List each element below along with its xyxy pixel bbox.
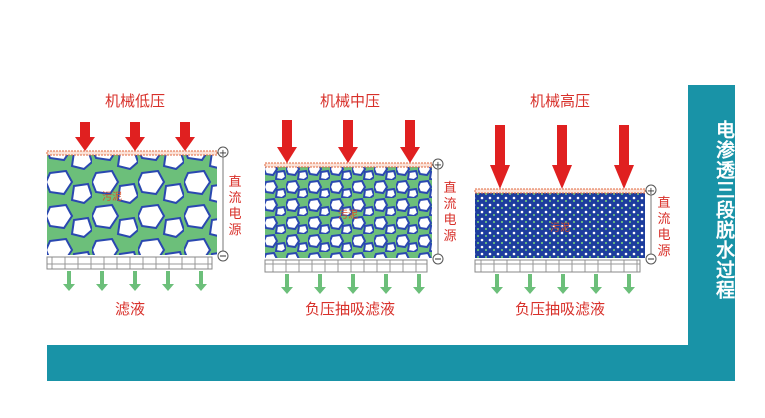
filtrate-arrow bbox=[281, 274, 293, 294]
panel-3-power-label: 直流电源 bbox=[657, 196, 671, 259]
panel-1-power-label: 直流电源 bbox=[228, 175, 242, 238]
panel-2-power-label: 直流电源 bbox=[443, 181, 457, 244]
panel-1-filter-screen bbox=[46, 256, 213, 270]
pressure-arrow bbox=[552, 125, 572, 189]
plus-terminal-icon bbox=[645, 184, 657, 196]
panel-1-sludge-label: 污泥 bbox=[102, 190, 122, 203]
panel-3-filtrate: 负压抽吸滤液 bbox=[514, 300, 605, 318]
panel-1-sludge-layer bbox=[47, 155, 217, 255]
pressure-arrow bbox=[338, 120, 358, 163]
frame-horizontal-bar bbox=[47, 345, 735, 381]
panel-1-filtrate: 滤液 bbox=[114, 300, 145, 318]
plus-terminal-icon bbox=[432, 158, 444, 170]
filtrate-arrow bbox=[491, 274, 503, 294]
panel-3-sludge-layer bbox=[475, 193, 645, 258]
filtrate-arrow bbox=[63, 271, 75, 291]
filtrate-arrow bbox=[314, 274, 326, 294]
pressure-arrow bbox=[175, 122, 195, 151]
filtrate-arrow bbox=[623, 274, 635, 294]
panel-3-title: 机械高压 bbox=[529, 92, 590, 110]
filtrate-arrow bbox=[347, 274, 359, 294]
panel-3-filter-screen bbox=[474, 259, 641, 273]
panel-1-anode-plate bbox=[46, 150, 218, 156]
filtrate-arrow bbox=[380, 274, 392, 294]
frame-vertical-bar bbox=[688, 85, 735, 381]
panel-2-sludge-label: 污泥 bbox=[338, 208, 358, 221]
panel-3-anode-plate bbox=[474, 188, 646, 194]
panel-2-sludge-layer bbox=[265, 167, 432, 258]
panel-2-title: 机械中压 bbox=[319, 92, 380, 110]
filtrate-arrow bbox=[590, 274, 602, 294]
filtrate-arrow bbox=[413, 274, 425, 294]
plus-sign: + bbox=[434, 160, 442, 171]
filtrate-arrow bbox=[195, 271, 207, 291]
panel-2-filtrate: 负压抽吸滤液 bbox=[304, 300, 395, 318]
pressure-arrow bbox=[75, 122, 95, 151]
pressure-arrow bbox=[277, 120, 297, 163]
plus-sign: + bbox=[219, 148, 227, 159]
plus-sign: + bbox=[647, 186, 655, 197]
pressure-arrow bbox=[400, 120, 420, 163]
pressure-arrow bbox=[614, 125, 634, 189]
pressure-arrow bbox=[490, 125, 510, 189]
panel-1-title: 机械低压 bbox=[104, 92, 165, 110]
filtrate-arrow bbox=[129, 271, 141, 291]
pressure-arrow bbox=[125, 122, 145, 151]
side-title: 电渗透三段脱水过程 bbox=[713, 120, 735, 300]
filtrate-arrow bbox=[524, 274, 536, 294]
filtrate-arrow bbox=[557, 274, 569, 294]
panel-2-filter-screen bbox=[264, 259, 428, 273]
filtrate-arrow bbox=[96, 271, 108, 291]
panel-2-anode-plate bbox=[264, 162, 433, 168]
plus-terminal-icon bbox=[217, 146, 229, 158]
filtrate-arrow bbox=[162, 271, 174, 291]
panel-3-sludge-label: 污泥 bbox=[550, 221, 570, 234]
